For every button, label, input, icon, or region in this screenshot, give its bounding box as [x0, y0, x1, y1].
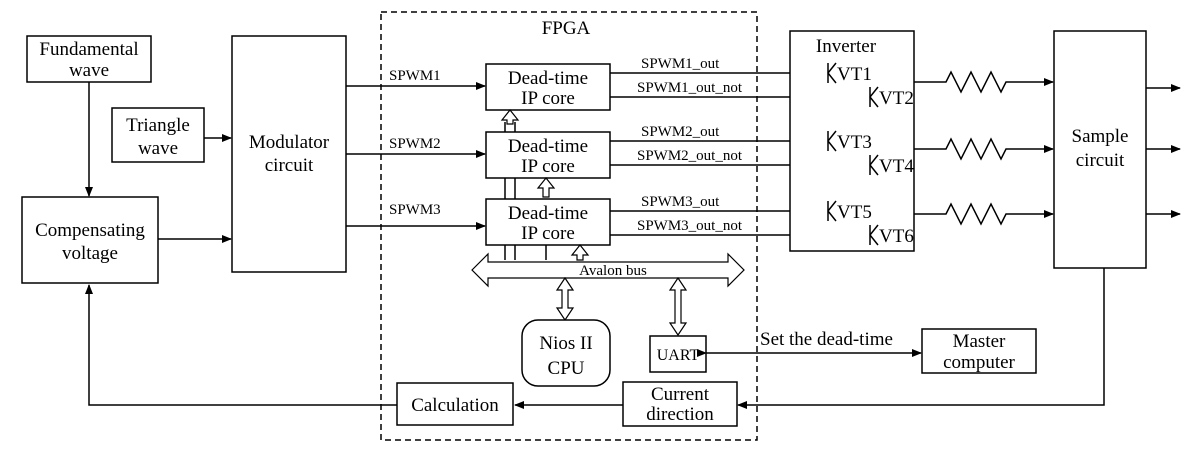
deadtime-ip-core-2: Dead-time IP core	[485, 131, 611, 179]
deadtime1-line1: Dead-time	[508, 68, 588, 89]
inverter-label: Inverter	[816, 36, 877, 57]
spwm2-out-not-label: SPWM2_out_not	[637, 148, 743, 164]
vt4-label: VT4	[879, 156, 914, 177]
sample-output-arrows	[1146, 84, 1181, 218]
current-line2: direction	[646, 404, 714, 425]
resistor-lines	[914, 70, 1054, 226]
calculation-block: Calculation	[396, 382, 514, 426]
sample-circuit-block: Sample circuit	[1053, 30, 1147, 269]
deadtime1-line2: IP core	[521, 88, 575, 109]
vt1-label: VT1	[837, 64, 872, 85]
compensating-line2: voltage	[62, 243, 118, 264]
fpga-label: FPGA	[542, 18, 591, 39]
bus-connections	[500, 109, 590, 261]
nios-line2: CPU	[548, 358, 585, 379]
transistor-icons	[827, 62, 879, 246]
current-line1: Current	[651, 384, 710, 405]
triangle-wave-block: Triangle wave	[111, 107, 205, 163]
nios-line1: Nios II	[539, 333, 592, 354]
set-deadtime-label: Set the dead-time	[760, 329, 893, 350]
master-line1: Master	[953, 331, 1006, 352]
deadtime2-line1: Dead-time	[508, 136, 588, 157]
calculation-to-compensating-arrow	[85, 284, 397, 406]
avalon-bus-label: Avalon bus	[579, 263, 647, 279]
vt2-label: VT2	[879, 88, 914, 109]
sample-line1: Sample	[1072, 126, 1129, 147]
deadtime3-line1: Dead-time	[508, 203, 588, 224]
calculation-label: Calculation	[411, 395, 499, 416]
vt3-label: VT3	[837, 132, 872, 153]
deadtime-ip-core-1: Dead-time IP core	[485, 63, 611, 111]
uart-bus-arrow	[668, 276, 688, 337]
uart-block: UART	[649, 335, 707, 373]
nios-bus-arrow	[555, 276, 575, 322]
triangle-line2: wave	[138, 138, 178, 159]
avalon-bus-arrow	[471, 252, 745, 288]
inverter-block	[789, 30, 915, 252]
spwm2-out-label: SPWM2_out	[641, 124, 720, 140]
spwm1-out-not-label: SPWM1_out_not	[637, 80, 743, 96]
deadtime3-line2: IP core	[521, 223, 575, 244]
modulator-circuit-block: Modulator circuit	[231, 35, 347, 273]
fundamental-line1: Fundamental	[39, 39, 138, 60]
spwm3-out-not-label: SPWM3_out_not	[637, 218, 743, 234]
modulator-line1: Modulator	[249, 132, 330, 153]
fundamental-wave-block: Fundamental wave	[26, 35, 152, 83]
spwm3-out-label: SPWM3_out	[641, 194, 720, 210]
spwm1-out-label: SPWM1_out	[641, 56, 720, 72]
sample-to-current-arrow	[737, 268, 1105, 409]
sample-line2: circuit	[1076, 150, 1125, 171]
uart-label: UART	[657, 347, 700, 364]
spwm1-label: SPWM1	[389, 68, 441, 84]
current-direction-block: Current direction	[622, 381, 738, 427]
vt5-label: VT5	[837, 202, 872, 223]
modulator-line2: circuit	[265, 155, 314, 176]
master-line2: computer	[943, 352, 1015, 373]
nios-cpu-block: Nios II CPU	[521, 319, 611, 387]
deadtime2-line2: IP core	[521, 156, 575, 177]
spwm2-label: SPWM2	[389, 136, 441, 152]
master-computer-block: Master computer	[921, 328, 1037, 374]
triangle-line1: Triangle	[126, 115, 190, 136]
fundamental-line2: wave	[69, 60, 109, 81]
spwm3-label: SPWM3	[389, 202, 441, 218]
deadtime-ip-core-3: Dead-time IP core	[485, 198, 611, 246]
vt6-label: VT6	[879, 226, 914, 247]
compensating-voltage-block: Compensating voltage	[21, 196, 159, 284]
compensating-line1: Compensating	[35, 220, 145, 241]
